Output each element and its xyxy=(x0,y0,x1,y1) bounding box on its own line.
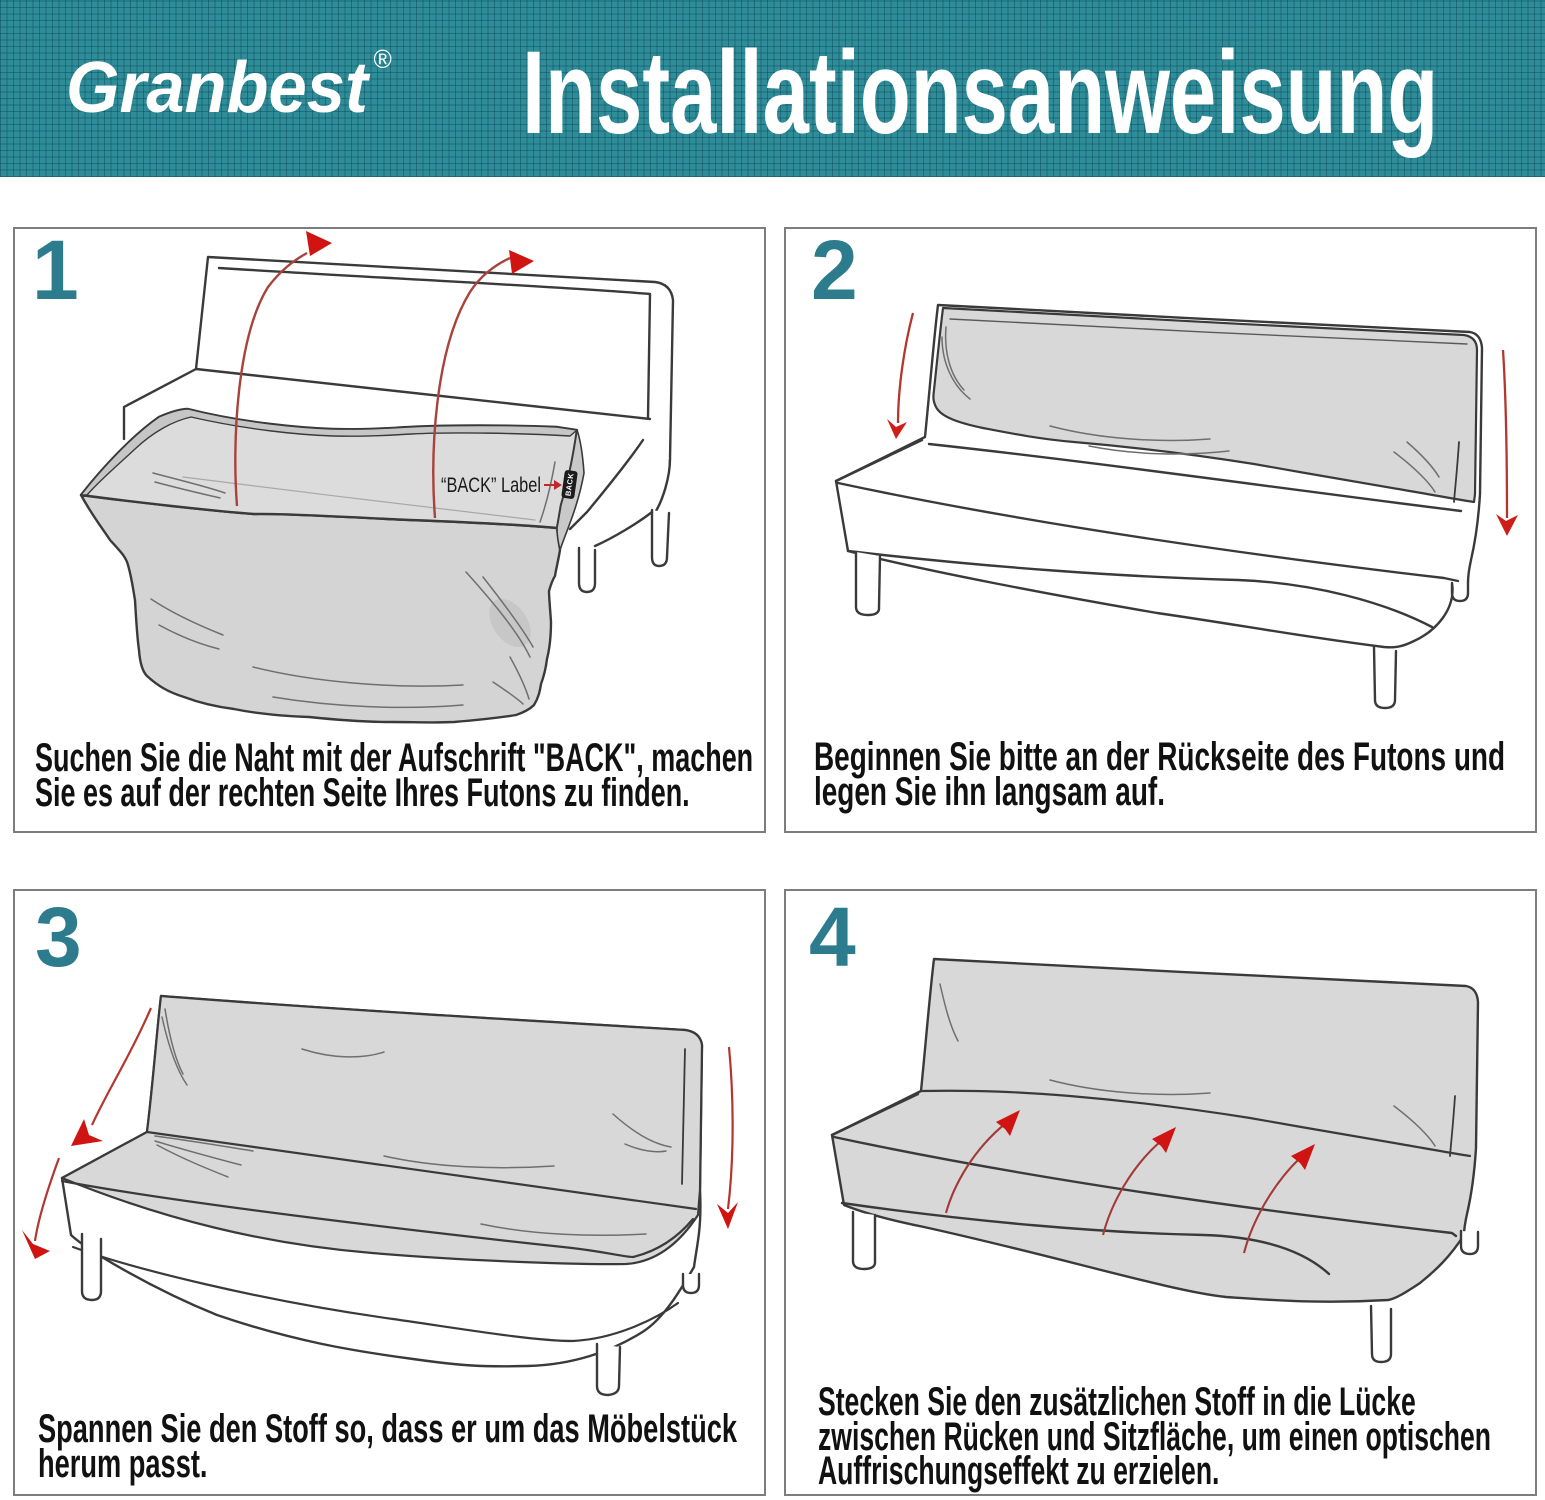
svg-text:BACK: BACK xyxy=(563,472,575,496)
svg-text:“BACK” Label: “BACK” Label xyxy=(441,474,541,497)
